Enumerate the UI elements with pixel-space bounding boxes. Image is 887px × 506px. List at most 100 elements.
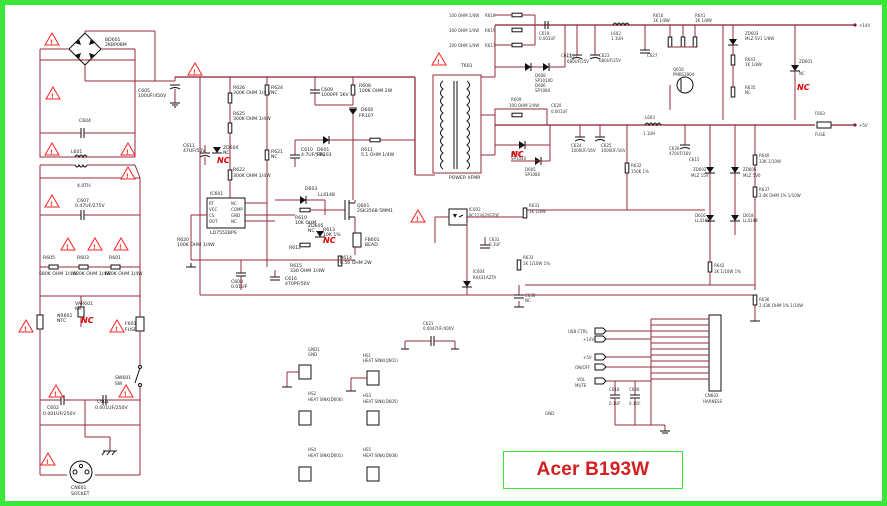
- c616-value: 470PF/50V: [285, 281, 311, 287]
- ic601-part: LD7552BPS: [210, 230, 237, 236]
- hs4-label: HS4: [308, 447, 317, 452]
- r625-value: 300K OHM 1/4W: [233, 116, 271, 122]
- warning-icon: !: [44, 142, 60, 156]
- c601-value: 0.001UF/250V: [95, 405, 128, 411]
- primary-section: C605 100UF/450V R626 300K OHM 1/4W R625 …: [138, 31, 755, 296]
- r636-label: R636: [759, 297, 770, 302]
- l603-label: L603: [645, 115, 655, 120]
- common-mode-choke-l601: L601 4.0TH: [39, 149, 141, 189]
- warning-icon: !: [45, 86, 61, 100]
- r615-label: R615: [290, 263, 302, 269]
- c602-label: C602: [47, 405, 59, 411]
- zd606-value: MLZ 5V6: [743, 173, 761, 178]
- hs3-label: HS3: [363, 393, 372, 398]
- r631-value: 1K 1/8W: [529, 209, 546, 214]
- warning-icon: !: [109, 319, 125, 333]
- d601-label: D601: [317, 147, 329, 153]
- r611-label: R611: [361, 147, 373, 153]
- d607-label: D607: [511, 151, 522, 156]
- c622-value: 680UF/25V: [567, 59, 589, 64]
- t601-value: POWER XFMR: [449, 175, 481, 181]
- c611-value: 47UF/50V: [183, 148, 206, 154]
- bd601-value: 2KBP08M: [105, 42, 127, 48]
- warning-icon: !: [118, 384, 134, 398]
- feedback-section: IC602 PC123S2YFZ0F R631 1K 1/8W C631 0.1…: [434, 203, 550, 308]
- d603-label: D603: [305, 186, 317, 192]
- heat-sinks: GND1 GND HS1 HEAT SINK(Q601) HS2 HEAT SI…: [282, 347, 398, 482]
- r637-value: 2.4K OHM 1% 1/10W: [759, 193, 801, 198]
- c609-value: 1000PF 1KV: [321, 92, 349, 98]
- fuse-f601: F601 FUSE: [125, 296, 145, 365]
- d618-label: D618: [743, 213, 754, 218]
- ic601-pin-nc1: NC: [231, 201, 237, 206]
- schematic-title: Acer B193W: [536, 459, 650, 480]
- varistor-var601: VAR601 NR NC: [75, 296, 94, 327]
- ic601-pin-comp: COMP: [231, 207, 243, 212]
- svg-text:!: !: [119, 244, 122, 251]
- r610-label: R610: [295, 215, 307, 221]
- hs5-label: HS5: [363, 447, 372, 452]
- plus5v-net: +5V: [859, 123, 868, 128]
- r616-label: R616: [653, 13, 664, 18]
- var601-label: VAR601: [75, 301, 93, 307]
- c623-label: C623: [599, 53, 610, 58]
- ic602-value: PC123S2YFZ0F: [469, 213, 500, 218]
- zd606-label: ZD606: [743, 167, 757, 172]
- r601-label: R601: [109, 255, 121, 261]
- cn601-value: SOCKET: [71, 491, 90, 497]
- f603-label: F603: [815, 111, 825, 116]
- f603-value: FUSE: [815, 132, 826, 137]
- vol-label: VOL: [577, 377, 586, 382]
- ac-socket-cn601: CN601 SOCKET: [39, 425, 141, 497]
- var601-nc-marker: NC: [81, 316, 94, 325]
- ic601-pin-nc2: NC: [231, 219, 237, 224]
- r620-label: R620: [177, 237, 189, 243]
- c601-label: C601: [97, 399, 109, 405]
- c621-label: C621: [423, 321, 434, 326]
- cn602-value: HARNESS: [703, 399, 723, 404]
- r642-label: R642: [714, 263, 725, 268]
- l603-value: 1.1UH: [643, 131, 655, 136]
- c618-label: C618: [609, 387, 620, 392]
- c611-label: C611: [183, 143, 195, 149]
- c631-label: C631: [489, 237, 500, 242]
- svg-text:!: !: [193, 69, 196, 76]
- warning-triangles: ! ! ! ! ! ! ! ! ! ! ! ! ! ! ! ! !: [18, 32, 447, 466]
- power-transformer-t601: T601 POWER XFMR: [432, 63, 482, 181]
- r624-value: NC: [271, 90, 278, 96]
- d608-label: D608: [535, 73, 546, 78]
- r618-value: 100 OHM 1/4W: [449, 13, 479, 18]
- d605-value: SP1080: [525, 172, 541, 177]
- r643-value: 1K 1/8W: [745, 62, 762, 67]
- q616-label: Q616: [673, 67, 684, 72]
- q601-value: 2SK3568-5MM1: [357, 208, 393, 214]
- r640-label: R640: [759, 153, 770, 158]
- c630-value: NC: [525, 298, 531, 303]
- c602-value: 0.001UF/250V: [43, 411, 76, 417]
- r609-value: 100 OHM 1/4W: [509, 103, 539, 108]
- ic601-pin-gnd: GND: [231, 213, 240, 218]
- zd601-nc-marker: NC: [797, 83, 810, 92]
- ntc-label: NR601: [57, 313, 72, 319]
- d607-value: SP1040: [511, 156, 527, 161]
- bridge-rectifier-bd601: BD601 2KBP08M: [39, 30, 165, 82]
- power-supply-schematic: BD601 2KBP08M C604 L601 4.0TH: [18, 12, 870, 497]
- r613-value: 10K 1%: [323, 232, 341, 238]
- t601-label: T601: [460, 63, 473, 69]
- r632-value: 150K 1%: [631, 169, 649, 174]
- title-box: Acer B193W: [503, 451, 683, 489]
- zd603-label: ZD603: [745, 31, 759, 36]
- capacitor-c604: C604: [40, 118, 135, 138]
- switch-sw601: SW601 SW: [115, 365, 142, 425]
- r608-value: 100K OHM 2W: [359, 88, 393, 94]
- var601-value: NR: [75, 306, 82, 312]
- ic601-pin-out: OUT: [209, 219, 218, 224]
- svg-text:!: !: [66, 244, 69, 251]
- warning-icon: !: [18, 319, 34, 333]
- c605-value: 100UF/450V: [138, 93, 167, 99]
- r619-value: 100 OHM 1/4W: [449, 28, 479, 33]
- svg-text:!: !: [93, 244, 96, 251]
- c607-value: 0.47UF/275V: [75, 203, 106, 209]
- ic604-label: IC604: [473, 269, 485, 274]
- warning-icon: !: [60, 237, 76, 251]
